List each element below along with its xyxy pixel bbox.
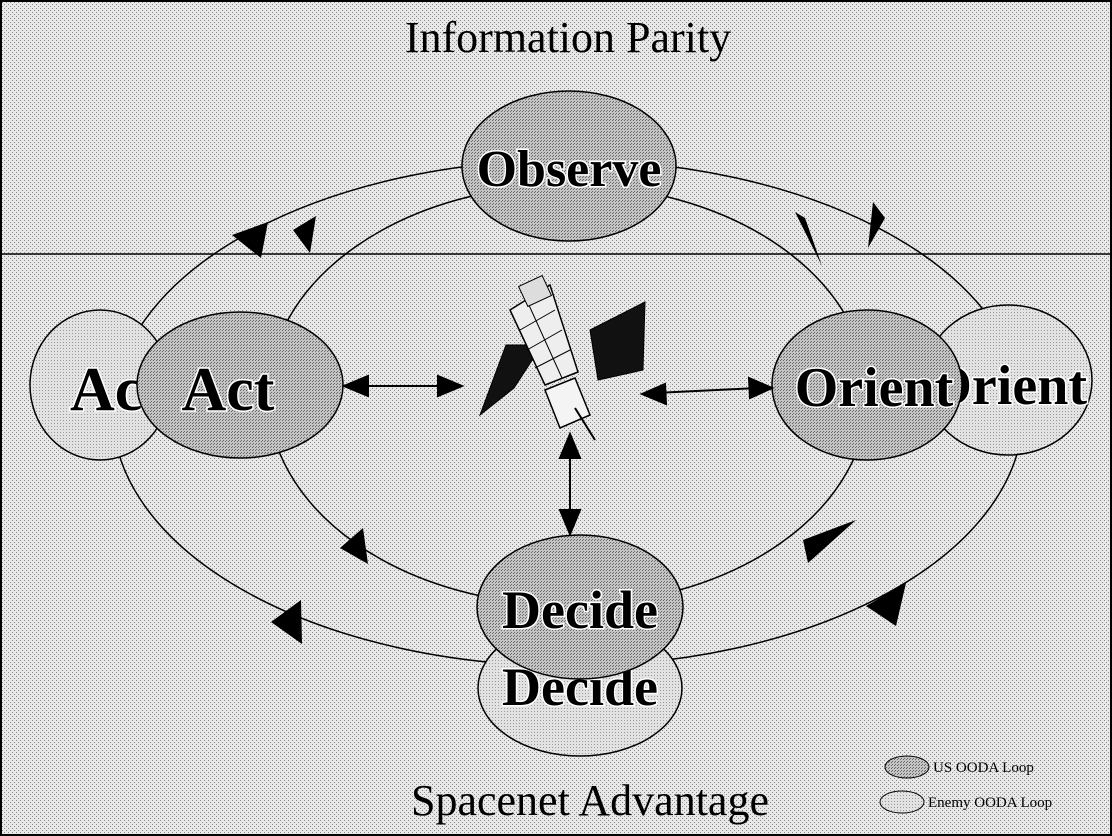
legend-enemy-label: Enemy OODA Loop	[928, 795, 1052, 811]
arrowhead	[558, 509, 582, 537]
us-act-label: Act	[182, 356, 275, 424]
arrowhead	[271, 600, 302, 644]
arrowhead	[747, 376, 775, 400]
satellite-links	[341, 374, 775, 537]
us-act-node: Act	[136, 311, 344, 459]
loop-arrowheads	[232, 202, 906, 644]
title-information-parity: Information Parity	[405, 13, 731, 62]
arrowhead	[437, 374, 465, 398]
us-decide-node: Decide	[476, 534, 684, 680]
arrowhead	[232, 222, 268, 258]
arrowhead	[558, 431, 582, 459]
observe-node: Observe	[461, 90, 677, 242]
observe-label: Observe	[477, 141, 662, 198]
legend-us-swatch	[884, 755, 930, 779]
title-spacenet-advantage: Spacenet Advantage	[411, 776, 769, 825]
arrowhead	[341, 374, 369, 398]
arrowhead	[293, 216, 316, 253]
arrowhead	[866, 583, 906, 626]
us-orient-node: Orient	[771, 309, 963, 461]
legend-us-label: US OODA Loop	[933, 760, 1034, 776]
us-orient-label: Orient	[795, 357, 954, 419]
arrowhead	[868, 202, 885, 248]
arrowhead	[803, 520, 856, 563]
us-decide-label: Decide	[502, 580, 658, 640]
arrowhead	[795, 212, 822, 266]
legend: US OODA Loop Enemy OODA Loop	[879, 755, 1052, 814]
arrowhead	[340, 528, 368, 564]
arrowhead	[639, 382, 668, 406]
legend-enemy-swatch	[879, 790, 925, 814]
satellite-icon	[478, 274, 646, 441]
link-to-orient	[654, 387, 759, 394]
